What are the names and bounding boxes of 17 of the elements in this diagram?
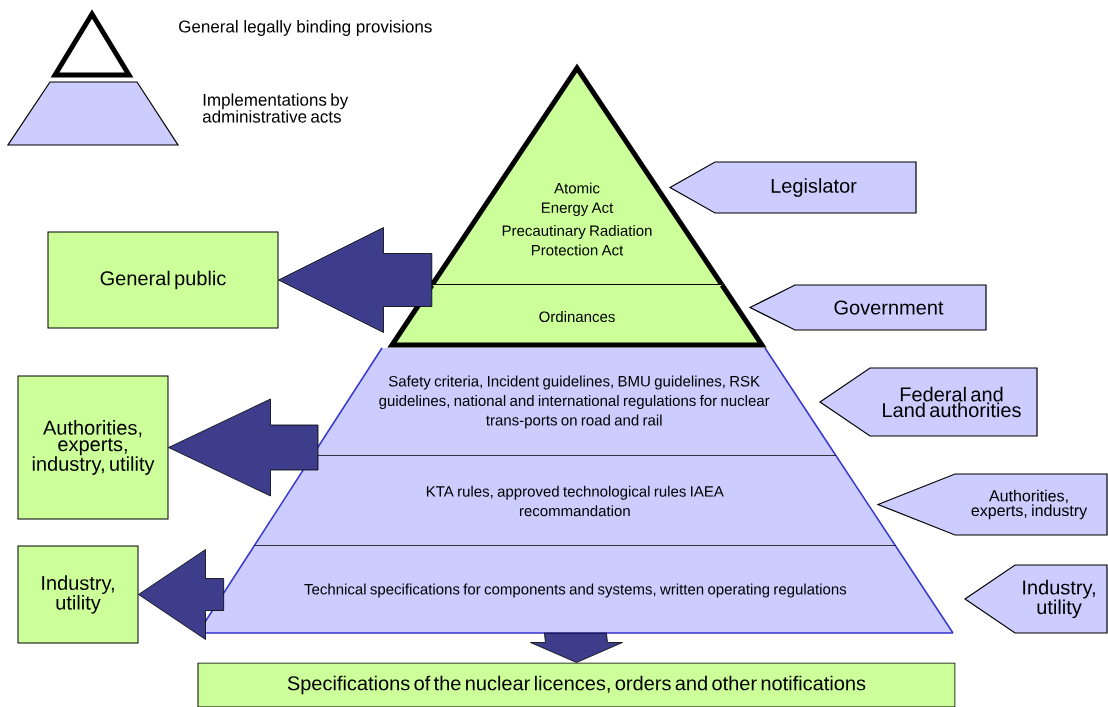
text-box: Specifications of the nuclear licences, orders and other notifications	[197, 662, 956, 707]
node-label: Technical specifications for components and systems, written operating regulations	[304, 583, 847, 598]
pyramid-band: Technical specifications for components and systems, written operating regulations	[197, 545, 954, 634]
node-label: Atomic Energy Act	[541, 182, 614, 216]
legend-text: Implementations by administrative acts	[202, 93, 349, 123]
block-arrow	[138, 549, 225, 640]
text-box: General public	[47, 231, 279, 329]
pyramid-top: Atomic Energy Act Precautinary Radiation Protection Act	[429, 63, 725, 287]
node-label: Safety criteria, Incident guidelines, BMU guidelines, RSK guidelines, national and international regulations for nuclear trans-ports on road and rail	[379, 375, 770, 429]
block-arrow	[168, 398, 319, 497]
pyramid-band: Ordinances	[387, 283, 767, 348]
node-label: Precautinary Radiation Protection Act	[502, 224, 652, 256]
text-box: Industry, utility	[17, 545, 139, 644]
text-box: Authorities, experts, industry, utility	[17, 375, 169, 520]
block-arrow	[530, 632, 623, 663]
block-arrow	[278, 227, 433, 333]
node-label: KTA rules, approved technological rules IAEA recommandation	[426, 485, 724, 517]
